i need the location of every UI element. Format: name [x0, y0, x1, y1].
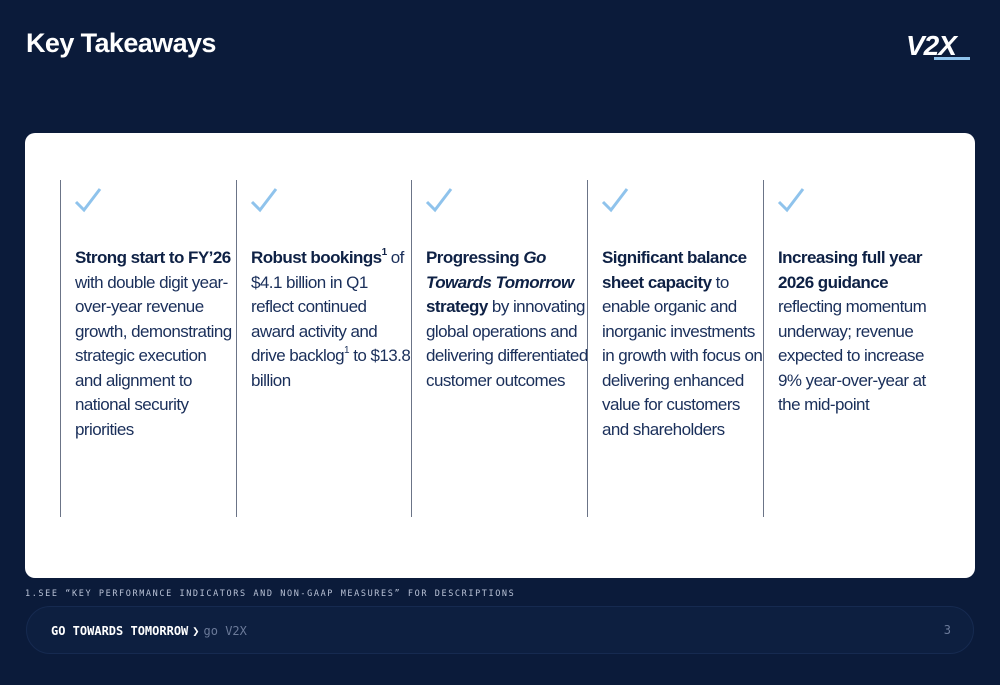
takeaway-column-1: Strong start to FY’26 with double digit … [60, 180, 236, 517]
takeaway-text: Significant balance sheet capacity to en… [602, 248, 763, 439]
check-icon [601, 188, 629, 213]
takeaway-text: Robust bookings1 of $4.1 billion in Q1 r… [251, 247, 411, 390]
check-icon [250, 188, 278, 213]
check-icon [425, 188, 453, 213]
check-icon [74, 188, 102, 213]
takeaway-column-2: Robust bookings1 of $4.1 billion in Q1 r… [236, 180, 412, 517]
footnote: 1.SEE “KEY PERFORMANCE INDICATORS AND NO… [25, 589, 516, 599]
page-number: 3 [943, 623, 951, 637]
footer-go-text: go V2X [203, 624, 247, 638]
takeaway-column-5: Increasing full year 2026 guidance refle… [763, 180, 939, 517]
takeaway-text: Strong start to FY’26 with double digit … [75, 248, 232, 439]
takeaway-text: Progressing Go Towards Tomorrow strategy… [426, 248, 588, 390]
takeaway-column-3: Progressing Go Towards Tomorrow strategy… [411, 180, 588, 517]
takeaway-text: Increasing full year 2026 guidance refle… [778, 248, 927, 414]
v2x-logo: V2X [906, 30, 970, 61]
check-icon [777, 188, 805, 213]
footer-bar: GO TOWARDS TOMORROW❯go V2X 3 [26, 606, 974, 654]
logo-text: V2X [906, 30, 959, 61]
chevron-right-icon: ❯ [192, 624, 200, 638]
takeaway-column-4: Significant balance sheet capacity to en… [587, 180, 763, 517]
page-title: Key Takeaways [26, 28, 216, 58]
takeaways-card: Strong start to FY’26 with double digit … [25, 133, 975, 578]
footer-slogan: GO TOWARDS TOMORROW❯go V2X [51, 624, 247, 638]
